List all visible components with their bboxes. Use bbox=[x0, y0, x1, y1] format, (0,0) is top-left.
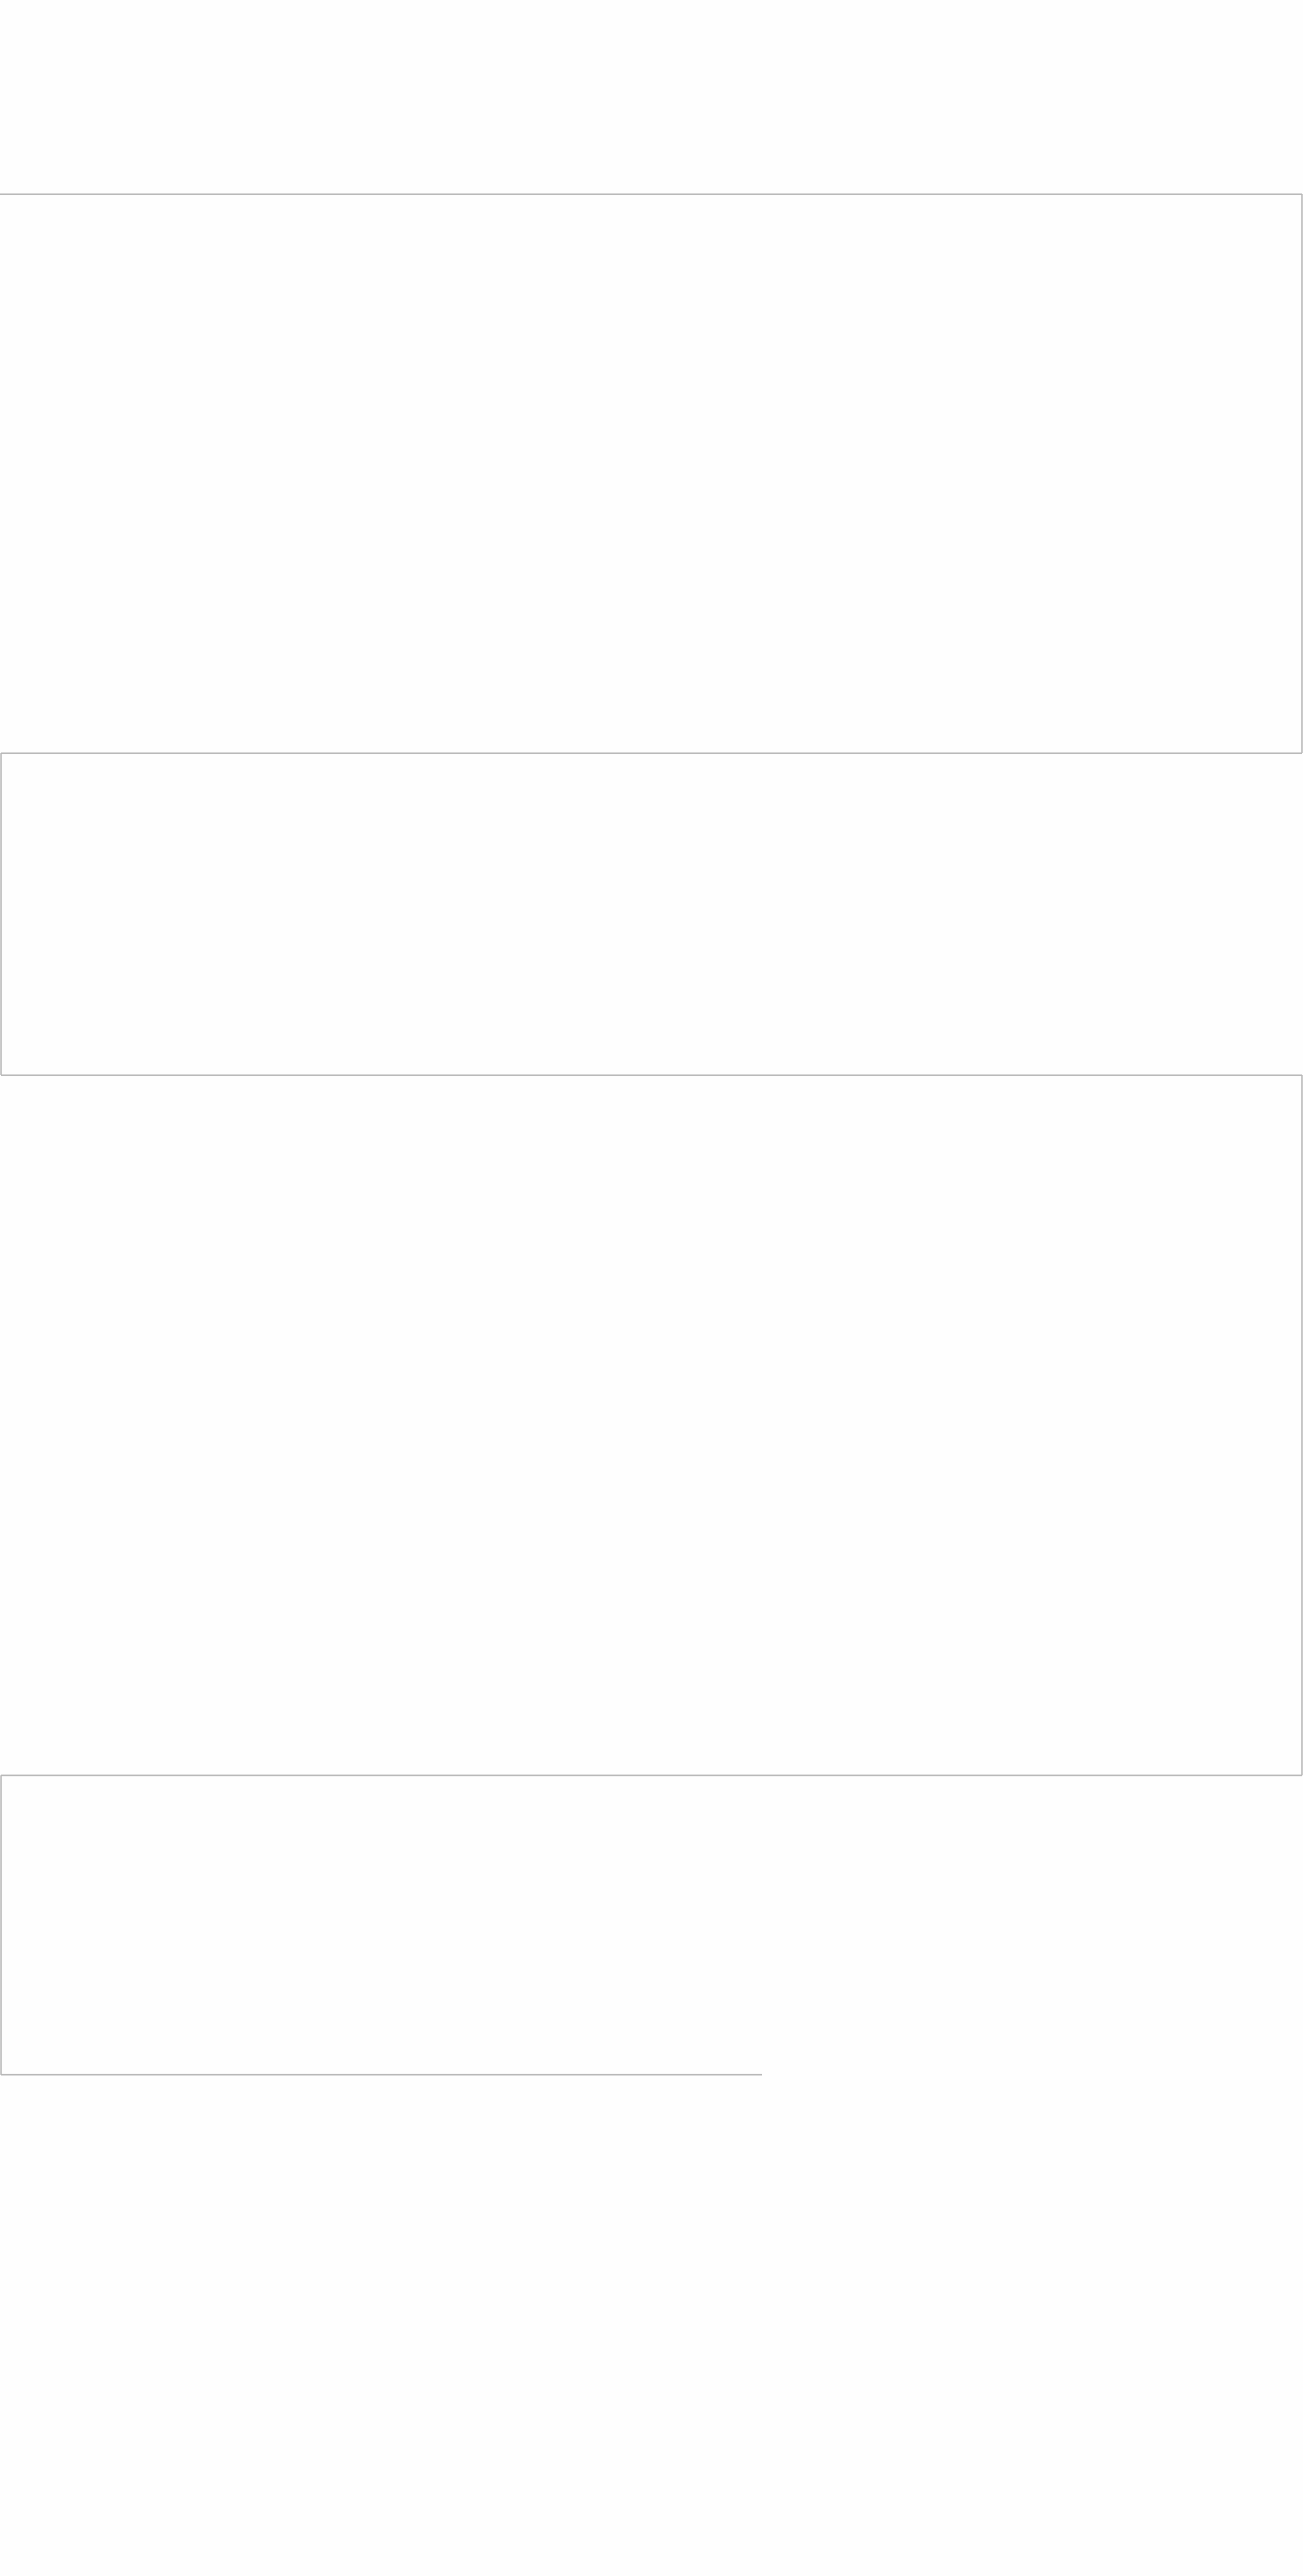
section-border-outline bbox=[0, 193, 1303, 2076]
